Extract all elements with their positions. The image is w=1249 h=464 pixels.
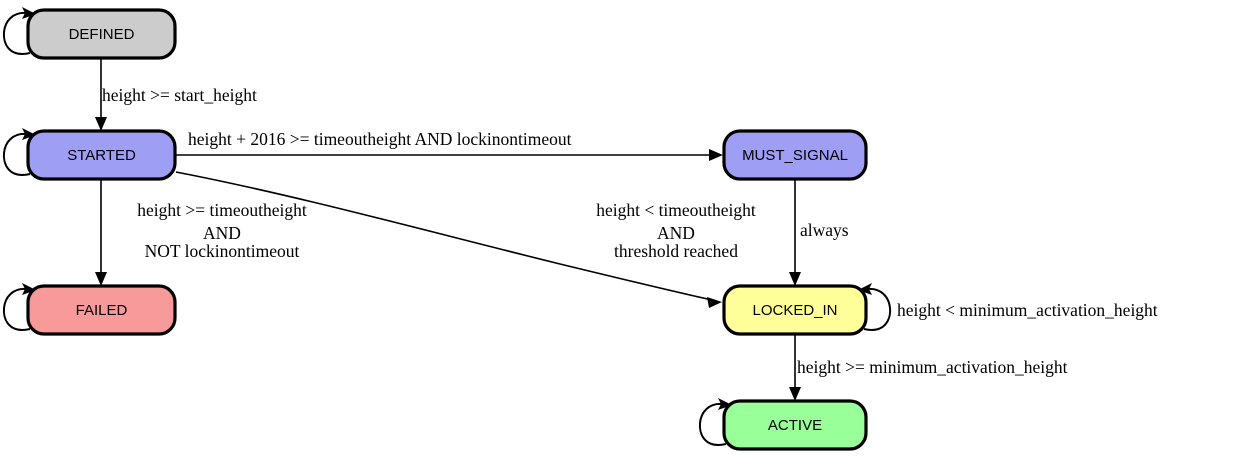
state-node-failed[interactable]: FAILED [26,284,177,336]
edge-defined-to-started [95,59,107,131]
arrowhead [709,149,723,161]
arrowhead [22,7,36,19]
state-node-started[interactable]: STARTED [26,129,177,181]
state-node-active-shape[interactable] [722,399,868,451]
self-loop-active [698,398,732,446]
edge-label-started-to-locked-in: height < timeoutheight AND threshold rea… [596,200,756,261]
arrowhead [789,387,801,401]
state-node-active-label: ACTIVE [768,417,822,434]
edge-label-line-3: NOT lockinontimeout [145,241,300,261]
arrowhead [718,398,732,410]
self-loop-started [2,128,36,176]
state-node-failed-label: FAILED [76,302,128,319]
state-node-defined-label: DEFINED [69,26,135,43]
arrowhead [95,272,107,286]
edge-label-started-to-must-signal: height + 2016 >= timeoutheight AND locki… [188,129,572,149]
state-node-started-label: STARTED [67,147,136,164]
edge-label-line-1: height >= timeoutheight [137,200,307,220]
state-node-active[interactable]: ACTIVE [722,399,868,451]
arrowhead [22,283,36,295]
edge-label-locked-in-to-active: height >= minimum_activation_height [797,357,1068,377]
edge-label-line-2: AND [657,223,695,243]
state-node-locked-in-label: LOCKED_IN [752,302,837,319]
edge-label-started-to-failed: height >= timeoutheight AND NOT lockinon… [137,200,307,261]
edge-label-defined-to-started: height >= start_height [102,85,257,105]
edge-label-must-signal-to-locked-in: always [800,220,849,240]
arrowhead [789,272,801,286]
edge-label-line-1: height < timeoutheight [596,200,756,220]
edge-started-to-locked-in [175,171,722,308]
self-loop-failed [2,283,36,331]
edge-label-locked-in-self-loop: height < minimum_activation_height [897,300,1158,320]
edge-started-to-must-signal [176,149,723,161]
arrowhead [22,128,36,140]
state-node-started-shape[interactable] [26,129,177,181]
edge-must-signal-to-locked-in [789,180,801,286]
edge-label-line-2: AND [203,223,241,243]
state-node-defined-shape[interactable] [26,8,177,60]
state-node-failed-shape[interactable] [26,284,177,336]
state-node-defined[interactable]: DEFINED [26,8,177,60]
state-node-must-signal-label: MUST_SIGNAL [742,147,848,164]
arrowhead [95,117,107,131]
self-loop-defined [2,7,36,55]
edge-label-line-3: threshold reached [614,241,738,261]
edge-locked-in-to-active [789,335,801,401]
edge-started-to-failed [95,180,107,286]
arrowhead [858,283,872,295]
state-node-must-signal[interactable]: MUST_SIGNAL [722,129,868,181]
state-node-must-signal-shape[interactable] [722,129,868,181]
self-loop-locked-in [858,283,892,331]
state-node-locked-in[interactable]: LOCKED_IN [722,284,868,336]
state-node-locked-in-shape[interactable] [722,284,868,336]
arrowhead [707,297,722,308]
